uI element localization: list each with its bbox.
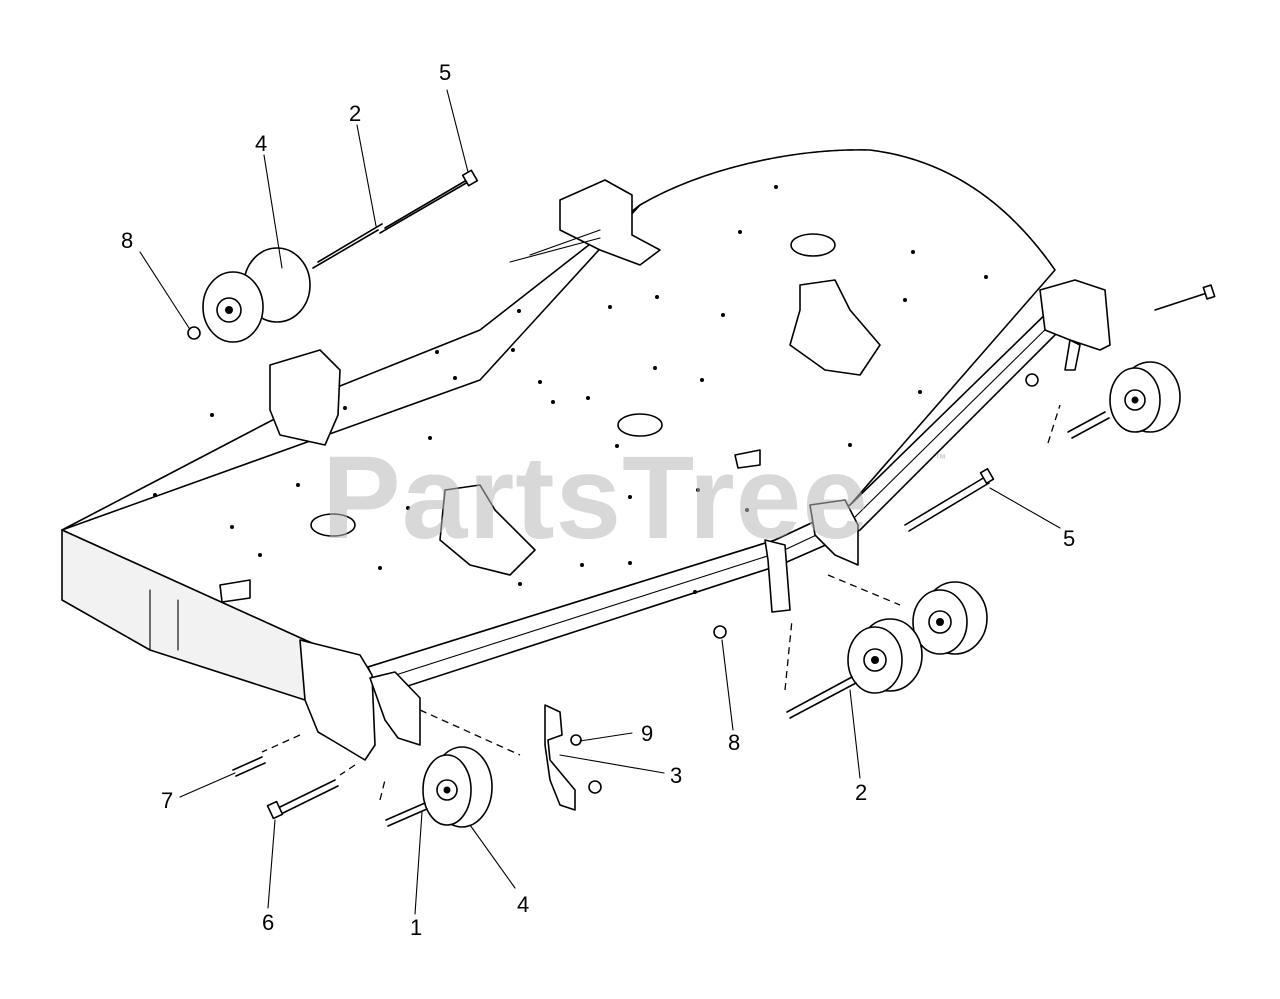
callout-9: 9 — [641, 721, 653, 746]
callout-8-mid: 8 — [728, 730, 740, 755]
callout-3: 3 — [670, 763, 682, 788]
callout-8-left: 8 — [121, 228, 133, 253]
deck-mount-brackets — [219, 179, 1111, 761]
mower-deck — [61, 149, 1061, 701]
callout-4-top: 4 — [255, 131, 267, 156]
partstree-watermark: PartsTree — [322, 432, 869, 564]
deck-holes — [153, 185, 988, 594]
spindle-openings — [310, 233, 836, 537]
callout-5-top: 5 — [439, 60, 451, 85]
callout-2-top: 2 — [349, 101, 361, 126]
callout-6: 6 — [262, 910, 274, 935]
callout-5-right: 5 — [1063, 526, 1075, 551]
wheel-mid-rear — [912, 581, 988, 655]
hardware — [187, 169, 1216, 827]
callout-2-bottom: 2 — [855, 780, 867, 805]
callout-4-bottom: 4 — [517, 892, 529, 917]
wheel-mid-front — [847, 618, 923, 694]
callout-numbers: 5 2 4 8 5 9 3 8 2 7 6 1 4 — [121, 60, 1075, 940]
trademark-symbol: ™ — [935, 453, 946, 465]
wheel-bottom — [422, 746, 493, 828]
callout-7: 7 — [161, 788, 173, 813]
leader-lines — [139, 89, 1061, 915]
callout-1: 1 — [410, 915, 422, 940]
wheel-right — [1109, 361, 1181, 433]
wheel-top-left — [202, 247, 311, 343]
